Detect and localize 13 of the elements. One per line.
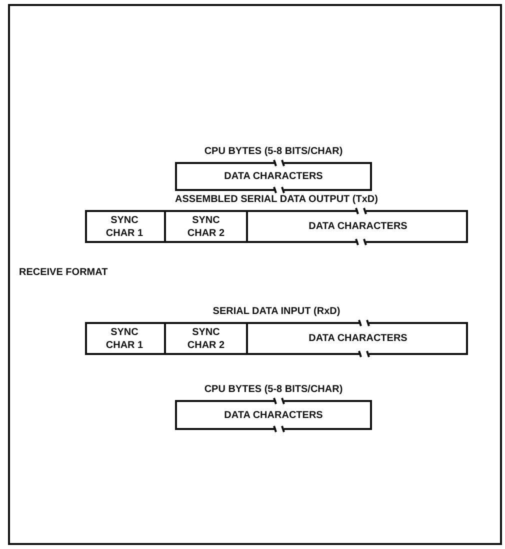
- section-label: RECEIVE FORMAT: [19, 266, 108, 280]
- cell-text: SYNC CHAR 2: [186, 214, 226, 240]
- cell-text: SYNC CHAR 1: [104, 326, 144, 352]
- format-heading: CPU BYTES (5-8 BITS/CHAR): [204, 383, 343, 395]
- format-heading: ASSEMBLED SERIAL DATA OUTPUT (TxD): [175, 193, 378, 205]
- cell-text: DATA CHARACTERS: [308, 332, 408, 345]
- cell-text: SYNC CHAR 2: [186, 326, 226, 352]
- format-heading: CPU BYTES (5-8 BITS/CHAR): [204, 145, 343, 157]
- box-text: DATA CHARACTERS: [224, 408, 323, 422]
- cell-text: DATA CHARACTERS: [308, 220, 408, 233]
- format-heading: SERIAL DATA INPUT (RxD): [212, 305, 340, 317]
- cell-text: SYNC CHAR 1: [104, 214, 144, 240]
- box-text: DATA CHARACTERS: [224, 170, 323, 184]
